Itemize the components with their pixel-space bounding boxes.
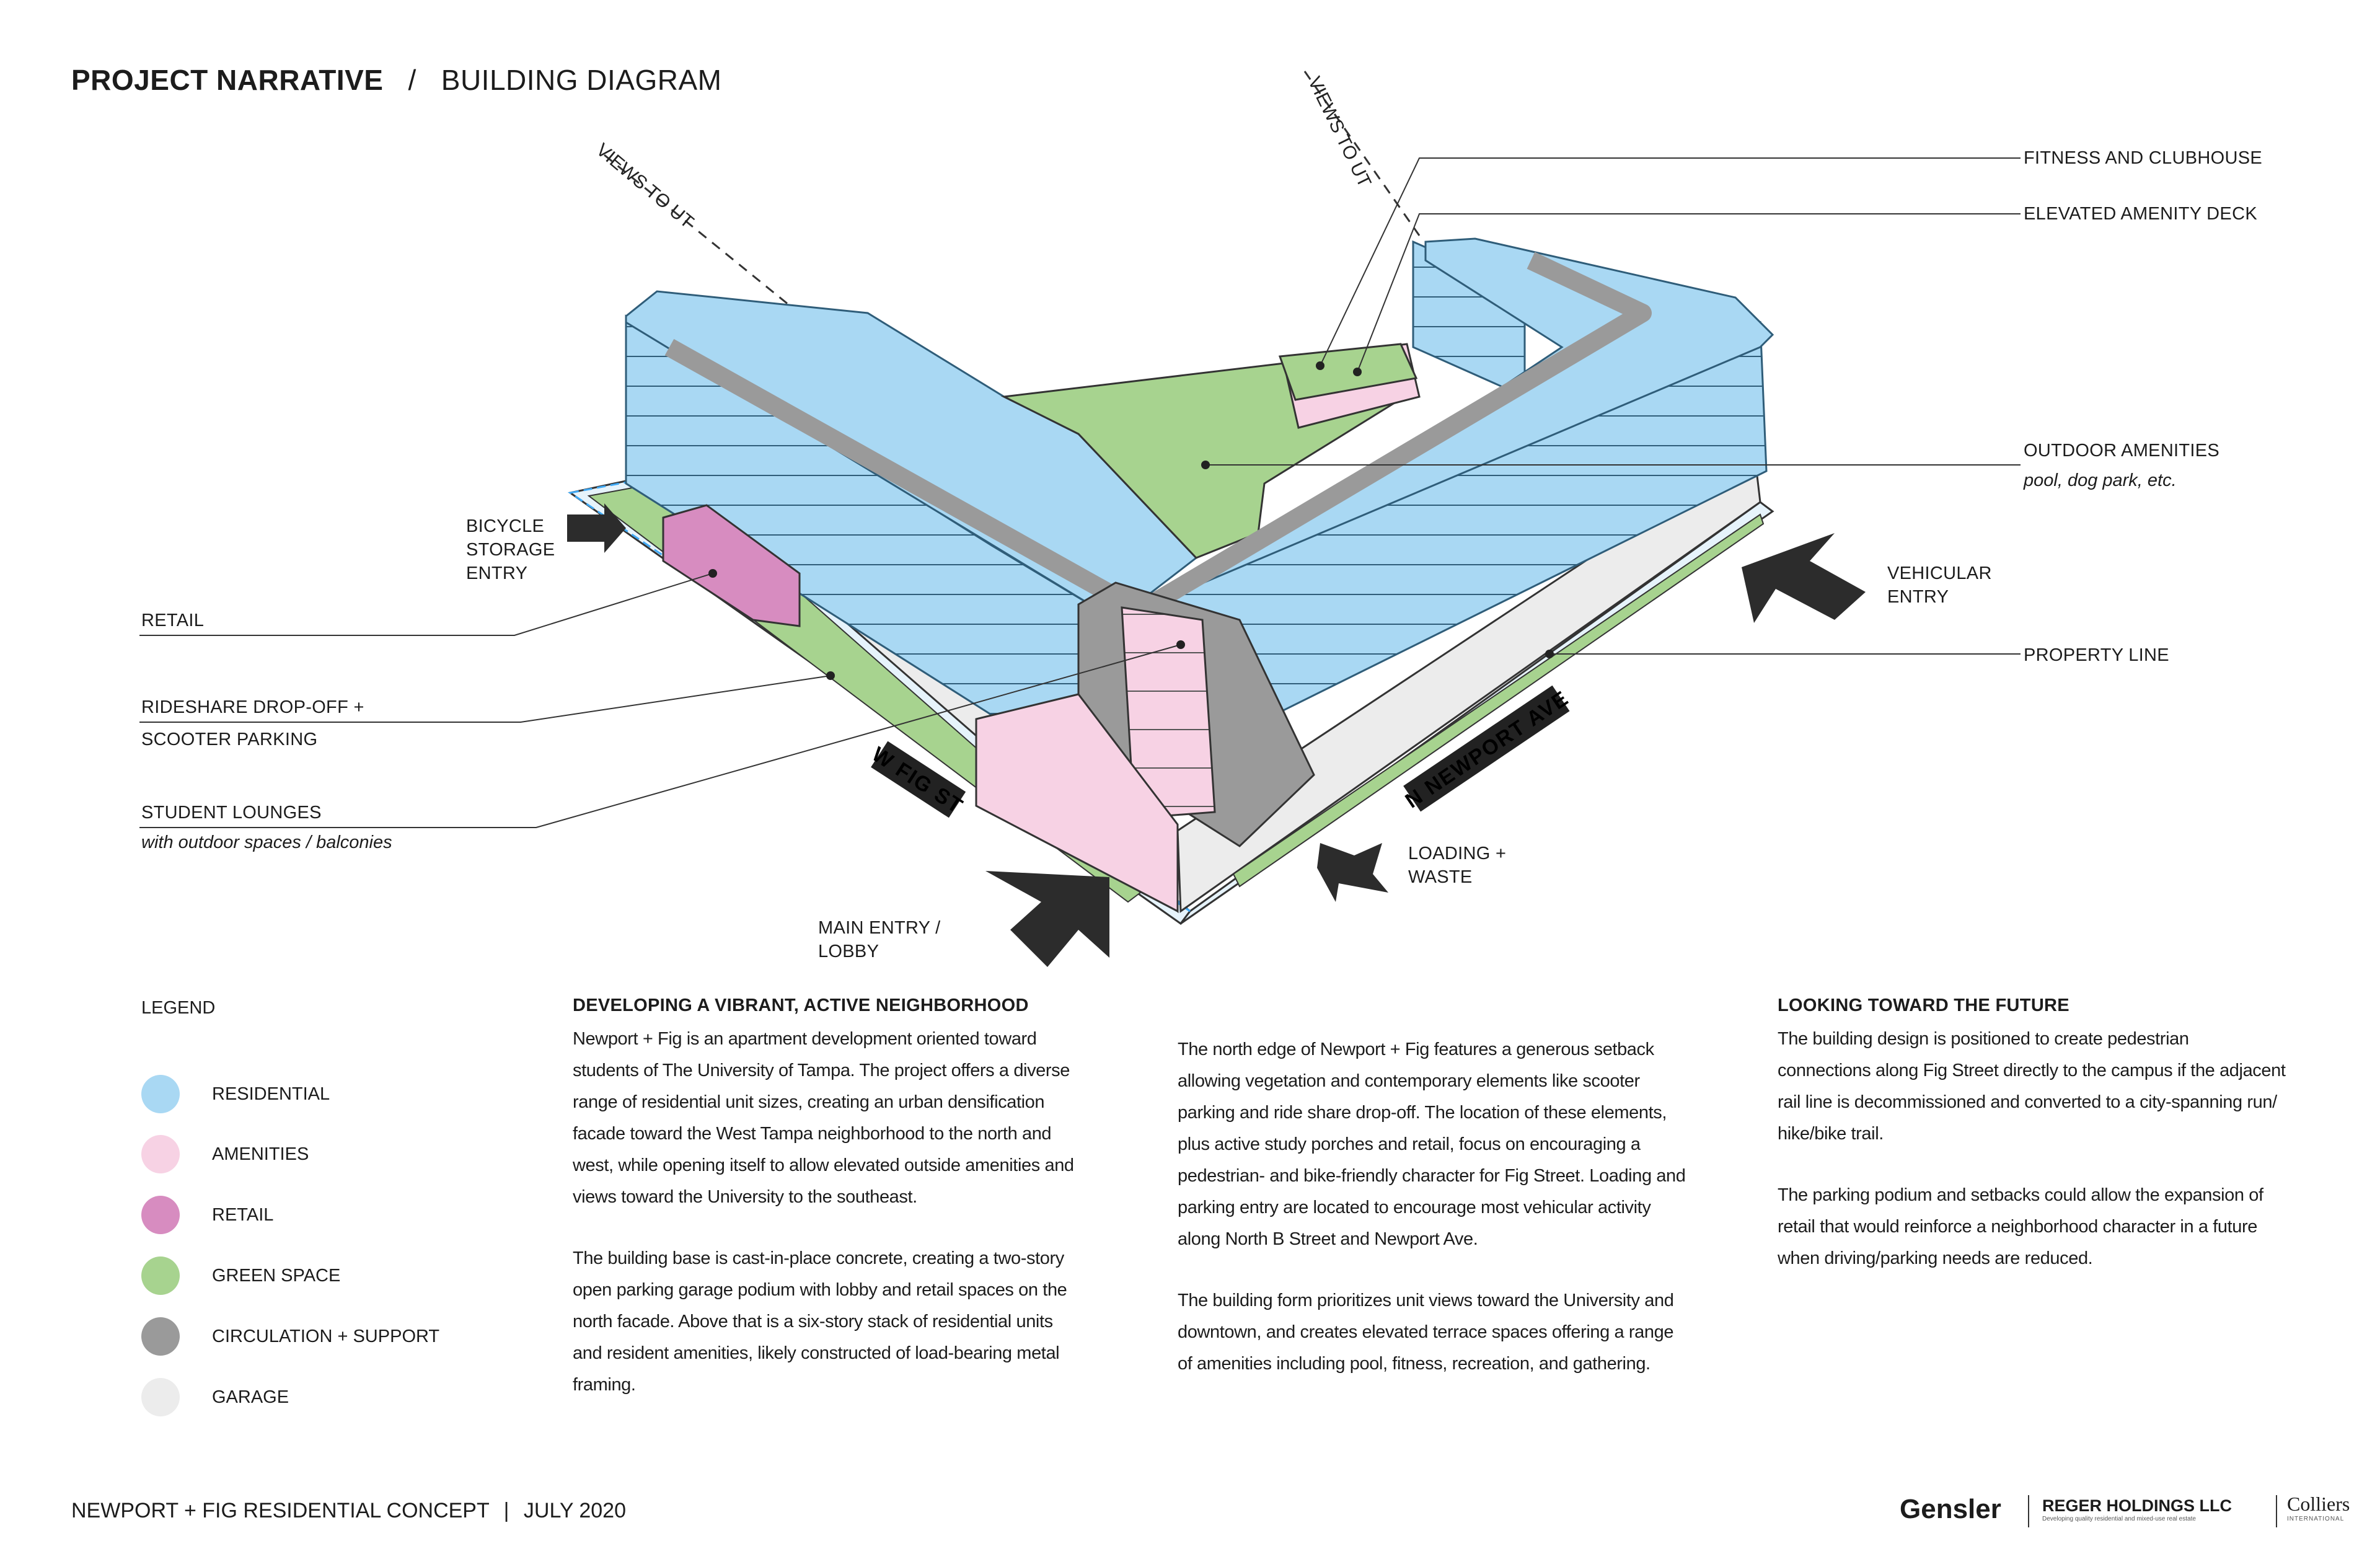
- main-entry-arrow: [985, 871, 1109, 967]
- views-label-right: VIEWS TO UT: [1304, 74, 1375, 191]
- column-paragraph: The building design is positioned to cre…: [1778, 1029, 2286, 1144]
- page-subtitle: BUILDING DIAGRAM: [441, 64, 722, 96]
- colliers-logo-sub: INTERNATIONAL: [2287, 1516, 2345, 1522]
- legend-swatch-circulation: [141, 1317, 180, 1356]
- column-neighborhood: DEVELOPING A VIBRANT, ACTIVE NEIGHBORHOO…: [573, 996, 1130, 1431]
- legend-label: RESIDENTIAL: [212, 1084, 330, 1104]
- logo-divider: [2028, 1495, 2029, 1527]
- leader-dot-retail: [708, 569, 717, 578]
- callout-bicycle-2: STORAGE: [466, 540, 555, 560]
- callout-bicycle-3: ENTRY: [466, 563, 528, 583]
- leader-rideshare: [139, 675, 831, 723]
- callout-rideshare-2: SCOOTER PARKING: [141, 730, 318, 749]
- leader-deck: [1357, 213, 2021, 373]
- legend-item-residential: RESIDENTIAL: [141, 1075, 330, 1113]
- column-paragraph: The north edge of Newport + Fig features…: [1178, 1040, 1686, 1249]
- callout-outdoor: OUTDOOR AMENITIES: [2024, 441, 2220, 461]
- callout-loading-1: LOADING +: [1408, 844, 1507, 863]
- garage-east: [1176, 448, 1761, 913]
- colliers-logo-text: Colliers: [2287, 1493, 2350, 1515]
- legend-swatch-retail: [141, 1196, 180, 1234]
- callout-main-2: LOBBY: [818, 942, 879, 961]
- leader-dot-property: [1545, 650, 1554, 658]
- gensler-logo: Gensler: [1900, 1494, 2001, 1524]
- logo-divider: [2276, 1495, 2277, 1527]
- amenity-deck-green: [1278, 343, 1418, 401]
- legend-label: GARAGE: [212, 1387, 289, 1407]
- amenity-stack: [1121, 606, 1216, 819]
- amenity-base: [975, 693, 1179, 913]
- legend-label: RETAIL: [212, 1204, 274, 1225]
- callout-loading-2: WASTE: [1408, 867, 1473, 887]
- legend-item-garage: GARAGE: [141, 1378, 289, 1416]
- leader-fitness: [1320, 157, 2021, 366]
- footer-project: NEWPORT + FIG RESIDENTIAL CONCEPT: [71, 1499, 490, 1522]
- column-paragraph: Newport + Fig is an apartment developmen…: [573, 1029, 1074, 1207]
- callout-property: PROPERTY LINE: [2024, 645, 2169, 665]
- column-paragraph: The parking podium and setbacks could al…: [1778, 1185, 2263, 1268]
- column-paragraph: The building base is cast-in-place concr…: [573, 1248, 1067, 1395]
- callout-vehicular-1: VEHICULAR: [1887, 563, 1992, 583]
- views-label-left: VIEWS TO UT: [593, 139, 698, 232]
- legend-label: AMENITIES: [212, 1144, 309, 1164]
- legend-label: CIRCULATION + SUPPORT: [212, 1326, 440, 1346]
- leader-dot-fitness: [1316, 361, 1324, 370]
- legend-swatch-residential: [141, 1075, 180, 1113]
- legend-swatch-amenities: [141, 1135, 180, 1173]
- page-header: PROJECT NARRATIVE / BUILDING DIAGRAM: [71, 63, 722, 97]
- column-heading: DEVELOPING A VIBRANT, ACTIVE NEIGHBORHOO…: [573, 996, 1029, 1015]
- building-diagram: VIEWS TO UT VIEWS TO UT W FIG ST N NEWPO…: [139, 71, 2021, 967]
- callout-main-1: MAIN ENTRY /: [818, 918, 941, 938]
- leader-retail: [139, 573, 713, 636]
- callout-rideshare-1: RIDESHARE DROP-OFF +: [141, 697, 364, 717]
- circulation-spine: [664, 252, 1652, 620]
- callout-lounges: STUDENT LOUNGES: [141, 803, 322, 823]
- legend-item-retail: RETAIL: [141, 1196, 273, 1234]
- vehicular-entry-arrow: [1742, 533, 1866, 623]
- column-future: LOOKING TOWARD THE FUTURE The building d…: [1778, 996, 2335, 1304]
- legend-label: GREEN SPACE: [212, 1265, 341, 1286]
- legend-item-green-space: GREEN SPACE: [141, 1256, 341, 1295]
- legend-item-circulation: CIRCULATION + SUPPORT: [141, 1317, 440, 1356]
- callout-bicycle-1: BICYCLE: [466, 516, 545, 536]
- legend-item-amenities: AMENITIES: [141, 1135, 309, 1173]
- leader-dot-rideshare: [826, 671, 835, 680]
- callout-fitness: FITNESS AND CLUBHOUSE: [2024, 148, 2262, 168]
- callout-outdoor-sub: pool, dog park, etc.: [2024, 470, 2177, 490]
- page-title: PROJECT NARRATIVE: [71, 64, 384, 96]
- leader-lounges: [139, 644, 1181, 828]
- leader-dot-lounges: [1176, 640, 1185, 649]
- column-setback: The north edge of Newport + Fig features…: [1178, 1034, 1735, 1410]
- column-paragraph: The building form prioritizes unit views…: [1178, 1291, 1674, 1374]
- reger-logo-text: REGER HOLDINGS LLC: [2042, 1496, 2232, 1515]
- reger-holdings-logo: REGER HOLDINGS LLC Developing quality re…: [2042, 1496, 2232, 1522]
- callout-deck: ELEVATED AMENITY DECK: [2024, 204, 2257, 224]
- header-separator: /: [408, 64, 416, 96]
- legend-swatch-green-space: [141, 1256, 180, 1295]
- leader-dot-deck: [1353, 368, 1362, 376]
- callout-lounges-sub: with outdoor spaces / balconies: [141, 832, 392, 852]
- leader-dot-outdoor: [1201, 461, 1210, 469]
- footer-project-info: NEWPORT + FIG RESIDENTIAL CONCEPT | JULY…: [71, 1499, 626, 1523]
- green-strip-east: [1232, 513, 1765, 888]
- callout-retail: RETAIL: [141, 611, 205, 630]
- callout-vehicular-2: ENTRY: [1887, 587, 1949, 607]
- retail-block: [662, 504, 801, 627]
- colliers-logo: Colliers INTERNATIONAL: [2287, 1493, 2350, 1522]
- reger-logo-tagline: Developing quality residential and mixed…: [2042, 1516, 2196, 1522]
- column-heading: LOOKING TOWARD THE FUTURE: [1778, 996, 2069, 1015]
- loading-arrow: [1317, 843, 1388, 902]
- footer-divider: |: [503, 1499, 509, 1522]
- footer-date: JULY 2020: [523, 1499, 626, 1522]
- bicycle-entry-arrow: [567, 503, 626, 553]
- legend-swatch-garage: [141, 1378, 180, 1416]
- legend-title: LEGEND: [141, 998, 216, 1018]
